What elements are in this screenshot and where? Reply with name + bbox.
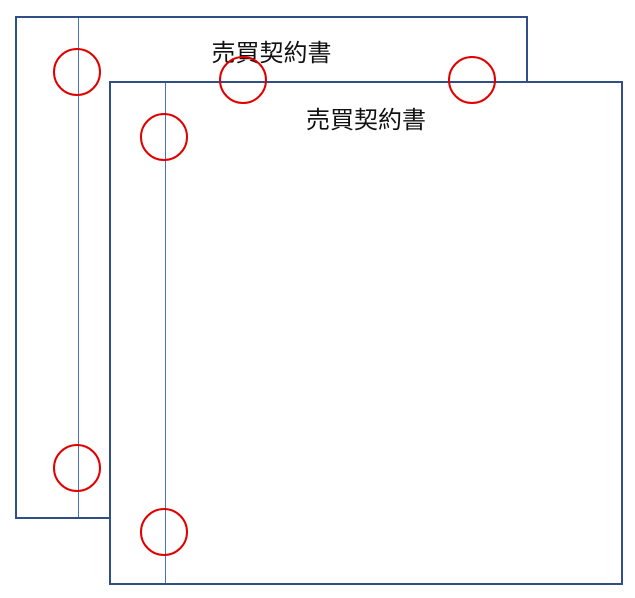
front-bottom-staple-circle [140, 508, 188, 556]
front-binding-line [165, 83, 166, 583]
overlap-seal-circle-left [219, 56, 267, 104]
back-top-staple-circle [53, 48, 101, 96]
front-sheet-title: 売買契約書 [306, 106, 426, 134]
overlap-seal-circle-right [448, 56, 496, 104]
front-contract-sheet: 売買契約書 [109, 81, 623, 585]
back-binding-line [78, 18, 79, 517]
front-top-staple-circle [140, 113, 188, 161]
back-bottom-staple-circle [53, 444, 101, 492]
